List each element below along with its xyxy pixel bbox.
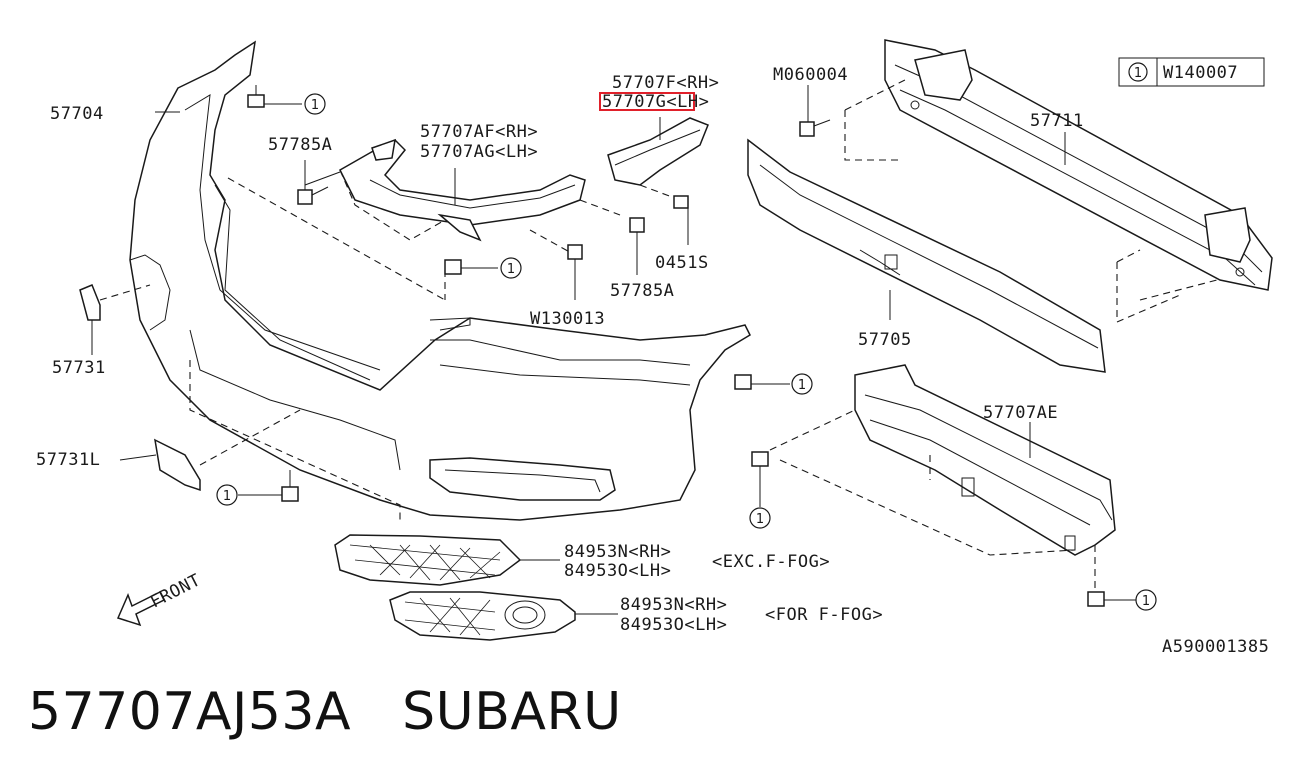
label-57785A-top[interactable]: 57785A — [268, 135, 332, 155]
label-exc-f-fog: <EXC.F-FOG> — [712, 552, 830, 572]
label-57711[interactable]: 57711 — [1030, 111, 1084, 131]
part-57707F-bracket — [607, 117, 709, 186]
label-57705[interactable]: 57705 — [858, 330, 912, 350]
parts-diagram: 1 W140007 — [36, 39, 1273, 657]
callout-1-f: 1 — [1142, 594, 1150, 609]
label-57707AE[interactable]: 57707AE — [983, 403, 1058, 423]
bolt-icon-lower — [238, 470, 299, 502]
part-57707AF-bracket — [339, 138, 586, 242]
screw-icon-0451S — [673, 195, 689, 245]
label-84953O-for[interactable]: 84953O<LH> — [620, 615, 727, 635]
label-57704[interactable]: 57704 — [50, 104, 104, 124]
label-57731L[interactable]: 57731L — [36, 450, 100, 470]
part-84953-grille-lower — [389, 591, 618, 641]
legend-code: W140007 — [1163, 63, 1238, 83]
label-57707AG[interactable]: 57707AG<LH> — [420, 142, 538, 162]
bolt-icon-57785A-bottom — [629, 217, 645, 275]
part-57704-bumper — [129, 40, 751, 521]
label-57707F[interactable]: 57707F<RH> — [612, 73, 719, 93]
bolt-icon-57785A-top — [297, 160, 329, 205]
callout-1-a: 1 — [311, 98, 319, 113]
part-labels: 57704 57785A 57731 57731L 57707AF<RH> 57… — [36, 65, 1269, 657]
front-label: FRONT — [147, 570, 204, 612]
highlight-box — [599, 92, 695, 111]
part-57711-beam — [884, 39, 1273, 291]
label-57707AF[interactable]: 57707AF<RH> — [420, 122, 538, 142]
bolt-icon-57707AE-bottom — [1087, 591, 1136, 607]
fastener-clips — [238, 85, 1136, 607]
part-57705-absorber — [747, 138, 1106, 373]
label-57731[interactable]: 57731 — [52, 358, 106, 378]
label-W130013[interactable]: W130013 — [530, 309, 605, 329]
label-57707G[interactable]: 57707G<LH> — [602, 92, 709, 112]
callout-1-b: 1 — [507, 262, 515, 277]
bolt-icon-M060004 — [799, 85, 831, 137]
diagram-reference: A590001385 — [1162, 637, 1269, 657]
label-84953O-exc[interactable]: 84953O<LH> — [564, 561, 671, 581]
callout-1-c: 1 — [798, 378, 806, 393]
label-84953N-exc[interactable]: 84953N<RH> — [564, 542, 671, 562]
part-57707AE-lower — [854, 364, 1116, 556]
part-57731L-cover — [119, 409, 301, 492]
front-arrow-icon — [116, 590, 166, 627]
label-57785A-bottom[interactable]: 57785A — [610, 281, 674, 301]
label-M060004[interactable]: M060004 — [773, 65, 848, 85]
callout-1-d: 1 — [223, 489, 231, 504]
part-caption: 57707AJ53A SUBARU — [28, 682, 622, 742]
clip-icon-3 — [734, 374, 790, 390]
label-for-f-fog: <FOR F-FOG> — [765, 605, 883, 625]
clip-icon-2 — [444, 259, 498, 275]
label-0451S[interactable]: 0451S — [655, 253, 709, 273]
legend-box: 1 W140007 — [1118, 57, 1265, 87]
bolt-icon-57707AE-left — [751, 451, 769, 507]
clip-icon-1 — [247, 85, 302, 108]
label-84953N-for[interactable]: 84953N<RH> — [620, 595, 727, 615]
callout-1-e: 1 — [756, 512, 764, 527]
bolt-icon-W130013 — [567, 244, 583, 300]
part-57731-reflector — [79, 284, 151, 355]
callout-circles: 1 1 1 1 1 1 — [216, 93, 1157, 611]
legend-symbol: 1 — [1134, 66, 1142, 81]
part-84953-grille-upper — [334, 534, 560, 586]
